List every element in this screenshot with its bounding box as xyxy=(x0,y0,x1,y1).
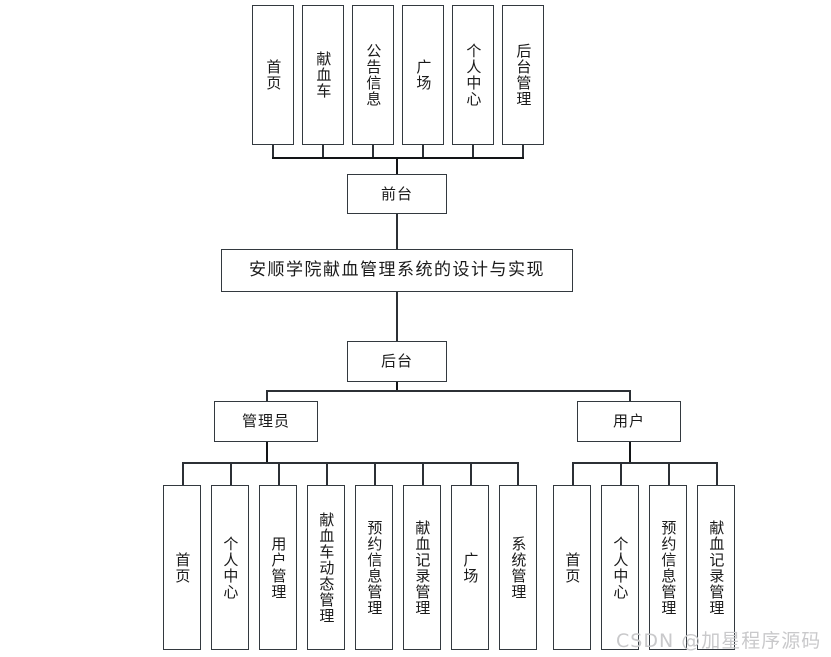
connector-user-trunk xyxy=(629,442,631,463)
connector-backend-trunk xyxy=(396,382,398,391)
connector-admin-child-7 xyxy=(517,462,519,485)
branch-node-backend-label: 后台 xyxy=(380,352,413,371)
connector-frontend-trunk xyxy=(396,157,398,175)
connector-admin-child-6 xyxy=(470,462,472,485)
frontend-menu-item-3-label: 广场 xyxy=(414,59,433,91)
connector-admin-trunk xyxy=(266,442,268,463)
frontend-menu-item-3[interactable]: 广场 xyxy=(402,5,444,145)
connector-admin-child-4 xyxy=(374,462,376,485)
connector-admin-bus xyxy=(182,462,517,464)
user-menu-item-0-label: 首页 xyxy=(563,551,582,584)
admin-menu-item-5-label: 献血记录管理 xyxy=(413,519,432,616)
connector-admin-child-0 xyxy=(182,462,184,485)
connector-frontend-bus xyxy=(272,157,524,159)
admin-menu-item-1[interactable]: 个人中心 xyxy=(211,485,249,650)
frontend-menu-item-1-label: 献血车 xyxy=(314,51,333,99)
role-node-admin-label: 管理员 xyxy=(241,412,290,431)
frontend-menu-item-4[interactable]: 个人中心 xyxy=(452,5,494,145)
user-menu-item-0[interactable]: 首页 xyxy=(553,485,591,650)
branch-node-frontend-label: 前台 xyxy=(380,184,413,203)
frontend-menu-item-2[interactable]: 公告信息 xyxy=(352,5,394,145)
user-menu-item-2-label: 预约信息管理 xyxy=(659,519,678,616)
connector-roles-bus xyxy=(266,390,630,392)
role-node-user-label: 用户 xyxy=(612,412,645,431)
connector-frontend-2 xyxy=(372,145,374,158)
admin-menu-item-2-label: 用户管理 xyxy=(269,535,288,600)
frontend-menu-item-5[interactable]: 后台管理 xyxy=(502,5,544,145)
frontend-menu-item-0-label: 首页 xyxy=(264,59,283,91)
connector-role-user-drop xyxy=(629,390,631,402)
admin-menu-item-0[interactable]: 首页 xyxy=(163,485,201,650)
connector-user-child-0 xyxy=(572,462,574,485)
admin-menu-item-6[interactable]: 广场 xyxy=(451,485,489,650)
connector-admin-child-5 xyxy=(422,462,424,485)
user-menu-item-3-label: 献血记录管理 xyxy=(707,519,726,616)
admin-menu-item-4-label: 预约信息管理 xyxy=(365,519,384,616)
admin-menu-item-5[interactable]: 献血记录管理 xyxy=(403,485,441,650)
frontend-menu-item-1[interactable]: 献血车 xyxy=(302,5,344,145)
role-node-user[interactable]: 用户 xyxy=(577,401,681,442)
title-node[interactable]: 安顺学院献血管理系统的设计与实现 xyxy=(221,249,573,292)
connector-frontend-3 xyxy=(422,145,424,158)
frontend-menu-item-4-label: 个人中心 xyxy=(464,43,483,107)
branch-node-frontend[interactable]: 前台 xyxy=(347,174,447,214)
branch-node-backend[interactable]: 后台 xyxy=(347,341,447,382)
admin-menu-item-3[interactable]: 献血车动态管理 xyxy=(307,485,345,650)
connector-frontend-to-title xyxy=(396,214,398,250)
csdn-watermark: CSDN @加星程序源码 xyxy=(616,630,822,652)
connector-role-admin-drop xyxy=(266,390,268,402)
admin-menu-item-7-label: 系统管理 xyxy=(509,535,528,600)
connector-frontend-0 xyxy=(272,145,274,158)
user-menu-item-1-label: 个人中心 xyxy=(611,535,630,600)
connector-title-to-backend xyxy=(396,292,398,342)
admin-menu-item-7[interactable]: 系统管理 xyxy=(499,485,537,650)
user-menu-item-3[interactable]: 献血记录管理 xyxy=(697,485,735,650)
connector-frontend-1 xyxy=(322,145,324,158)
connector-user-child-1 xyxy=(620,462,622,485)
connector-frontend-4 xyxy=(472,145,474,158)
user-menu-item-2[interactable]: 预约信息管理 xyxy=(649,485,687,650)
admin-menu-item-6-label: 广场 xyxy=(461,551,480,584)
user-menu-item-1[interactable]: 个人中心 xyxy=(601,485,639,650)
admin-menu-item-0-label: 首页 xyxy=(173,551,192,584)
admin-menu-item-1-label: 个人中心 xyxy=(221,535,240,600)
connector-user-child-3 xyxy=(716,462,718,485)
connector-admin-child-3 xyxy=(326,462,328,485)
title-node-label: 安顺学院献血管理系统的设计与实现 xyxy=(249,259,545,280)
connector-user-child-2 xyxy=(668,462,670,485)
role-node-admin[interactable]: 管理员 xyxy=(214,401,318,442)
admin-menu-item-4[interactable]: 预约信息管理 xyxy=(355,485,393,650)
connector-user-bus xyxy=(572,462,716,464)
connector-frontend-5 xyxy=(522,145,524,158)
connector-admin-child-2 xyxy=(278,462,280,485)
connector-admin-child-1 xyxy=(230,462,232,485)
frontend-menu-item-5-label: 后台管理 xyxy=(514,43,533,107)
admin-menu-item-3-label: 献血车动态管理 xyxy=(317,511,336,624)
frontend-menu-item-2-label: 公告信息 xyxy=(364,43,383,107)
admin-menu-item-2[interactable]: 用户管理 xyxy=(259,485,297,650)
frontend-menu-item-0[interactable]: 首页 xyxy=(252,5,294,145)
